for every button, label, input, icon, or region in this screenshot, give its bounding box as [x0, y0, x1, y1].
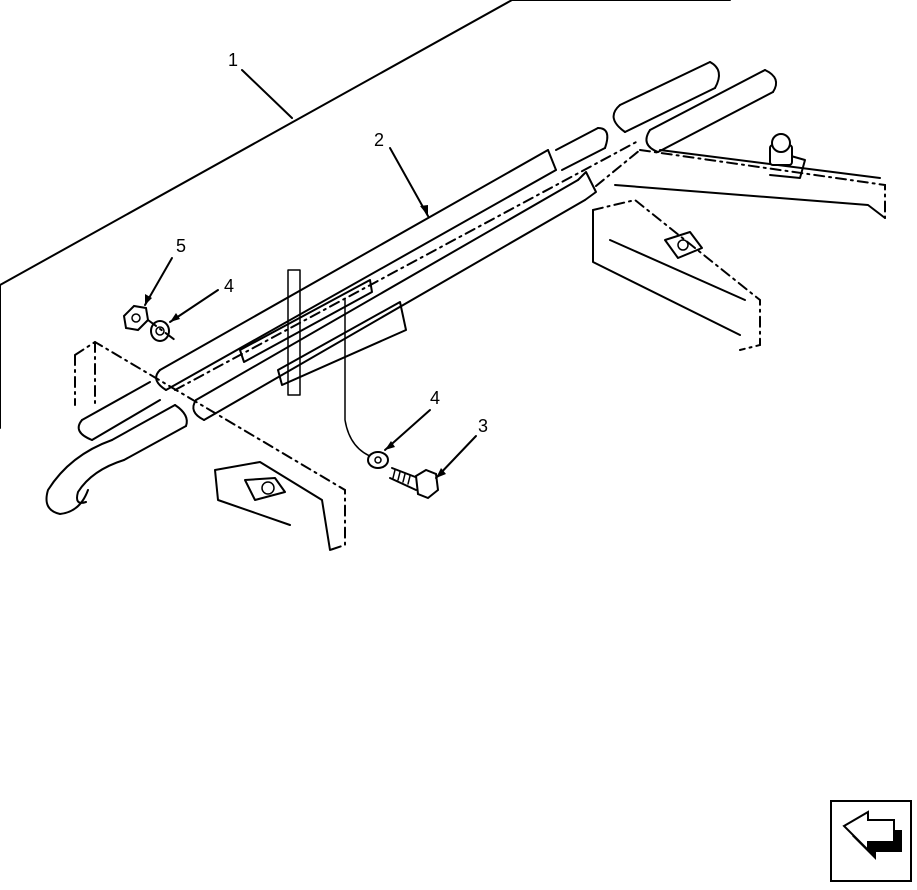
- channel-right-upper: [614, 133, 886, 219]
- assembly-frame-outline: [0, 0, 731, 429]
- callout-3-label: 3: [478, 416, 488, 436]
- callout-4-upper-label: 4: [224, 276, 234, 296]
- callout-5-label: 5: [176, 236, 186, 256]
- nut-and-washer-upper: [122, 304, 176, 342]
- callout-4-upper: 4: [169, 276, 234, 323]
- callout-4-lower: 4: [384, 388, 440, 451]
- callout-3: 3: [435, 416, 488, 479]
- tube-assembly: [45, 61, 778, 515]
- channel-right-lower: [592, 198, 761, 351]
- callout-1-label: 1: [228, 50, 238, 70]
- mounting-bracket: [239, 269, 407, 459]
- callout-1: 1: [228, 50, 293, 119]
- callout-5: 5: [144, 236, 186, 306]
- bolt-and-washer-lower: [367, 451, 440, 500]
- page-forward-arrow-icon: [842, 810, 902, 860]
- callout-2: 2: [374, 130, 429, 217]
- channel-left: [74, 340, 346, 551]
- callout-2-label: 2: [374, 130, 384, 150]
- page-navigation-button[interactable]: [830, 800, 912, 882]
- callout-4-lower-label: 4: [430, 388, 440, 408]
